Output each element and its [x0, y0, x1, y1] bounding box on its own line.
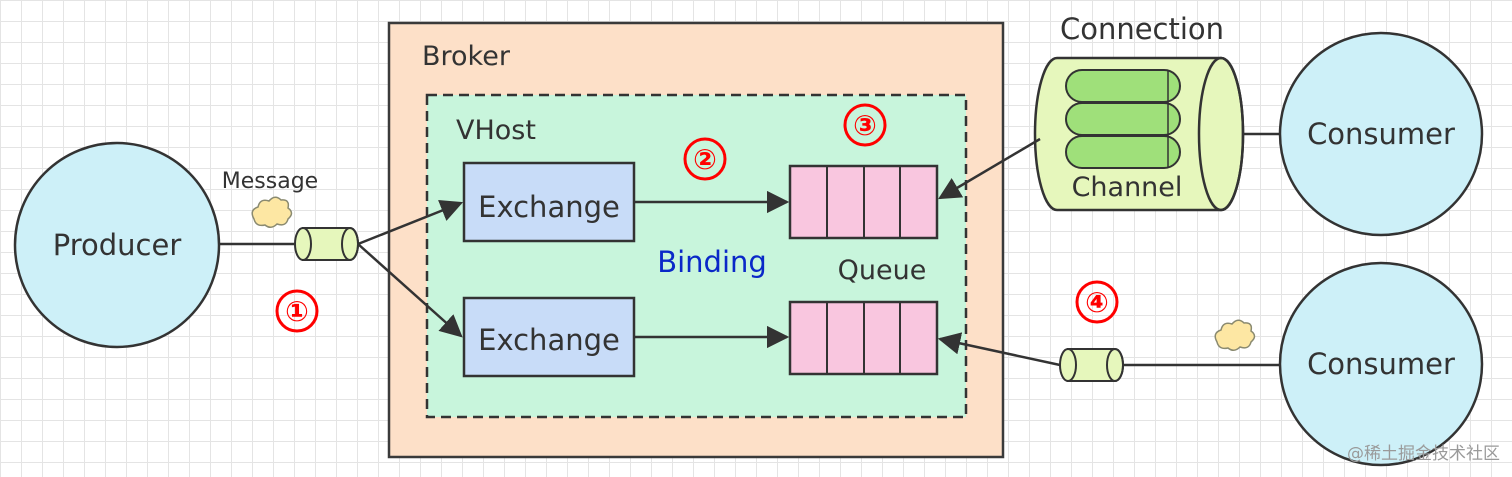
ack-arrow: [937, 332, 1061, 367]
exchange-box-2: [462, 296, 636, 378]
channel-to-queue-arrow: [938, 137, 1041, 200]
producer-label: Producer: [53, 228, 182, 262]
step-marker-2: ②: [683, 137, 727, 181]
binding-label: Binding: [657, 245, 767, 279]
consumer-node-1: [1278, 31, 1484, 237]
step-3-label: ③: [853, 109, 877, 142]
ack-pipe-icon: [1059, 348, 1124, 382]
message-label: Message: [222, 169, 318, 194]
channel-label: Channel: [1072, 172, 1183, 203]
step-1-label: ①: [285, 295, 309, 328]
queue-1: [788, 164, 939, 240]
ack-cloud-icon: [1214, 319, 1256, 351]
message-pipe-icon: [294, 227, 359, 261]
exchange-box-1: [462, 161, 636, 243]
exchange-2-label: Exchange: [478, 323, 620, 357]
step-2-label: ②: [693, 143, 717, 176]
step-4-label: ④: [1085, 286, 1109, 319]
step-marker-3: ③: [843, 103, 887, 147]
channel-tubes: [1065, 69, 1181, 169]
queue-2: [788, 300, 939, 376]
connection-label: Connection: [1060, 12, 1224, 46]
vhost-label: VHost: [456, 115, 536, 146]
route-arrow-1: [357, 200, 464, 246]
broker-label: Broker: [422, 41, 511, 72]
consumer-2-label: Consumer: [1307, 347, 1455, 381]
watermark: @稀土掘金技术社区: [1347, 444, 1500, 464]
step-marker-1: ①: [275, 289, 319, 333]
message-cloud-icon: [251, 196, 293, 228]
route-arrow-2: [357, 243, 463, 338]
step-marker-4: ④: [1075, 280, 1119, 324]
consumer-1-label: Consumer: [1307, 117, 1455, 151]
exchange-1-label: Exchange: [478, 190, 620, 224]
queue-label: Queue: [838, 255, 927, 286]
